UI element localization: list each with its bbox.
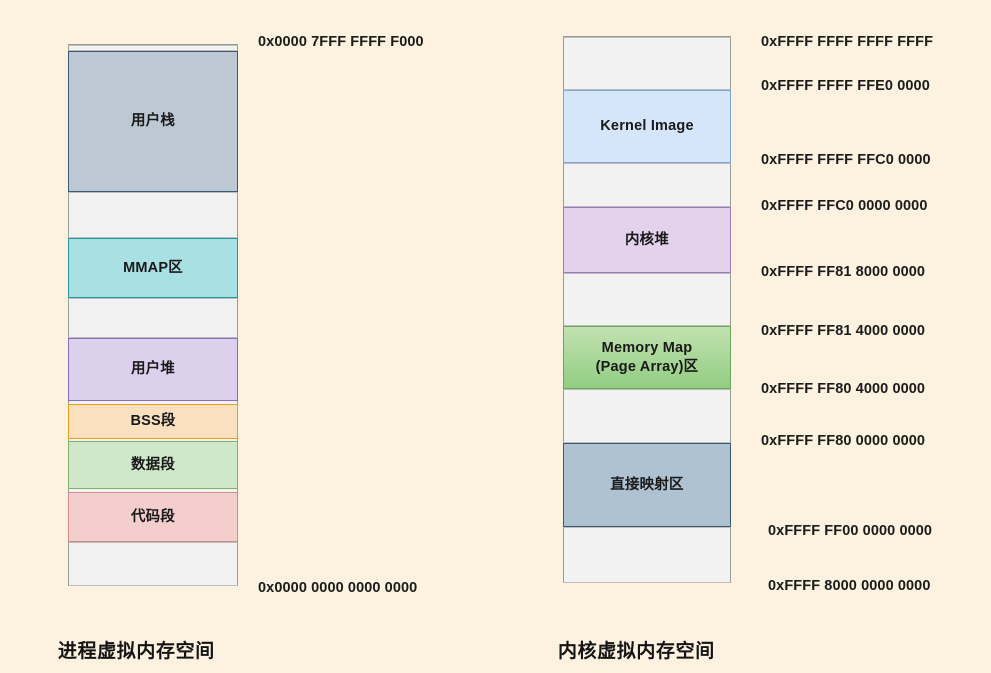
- kernel-address-4: 0xFFFF FF81 8000 0000: [761, 264, 926, 280]
- process-block-gap-mmap-heap: [68, 298, 238, 338]
- kernel-address-1: 0xFFFF FFFF FFE0 0000: [761, 78, 930, 94]
- process-block-text-segment[interactable]: 代码段: [68, 492, 238, 542]
- process-block-top-gap: [68, 45, 238, 51]
- process-block-gap-stack-mmap: [68, 192, 238, 238]
- kernel-address-5: 0xFFFF FF81 4000 0000: [761, 323, 926, 339]
- kernel-address-0: 0xFFFF FFFF FFFF FFFF: [761, 34, 934, 50]
- process-space-caption: 进程虚拟内存空间: [58, 641, 215, 662]
- kernel-block-kernel-heap[interactable]: 内核堆: [563, 207, 731, 273]
- kernel-address-8: 0xFFFF FF00 0000 0000: [768, 523, 933, 539]
- kernel-block-gap-memmap-direct: [563, 389, 731, 443]
- kernel-memory-frame: Kernel Image 内核堆 Memory Map (Page Array)…: [563, 36, 731, 583]
- process-address-top: 0x0000 7FFF FFFF F000: [258, 34, 424, 50]
- memory-map-label-line1: Memory Map: [601, 340, 693, 357]
- process-block-bottom-gap: [68, 542, 238, 586]
- kernel-block-memory-map[interactable]: Memory Map (Page Array)区: [563, 326, 731, 389]
- kernel-address-2: 0xFFFF FFFF FFC0 0000: [761, 152, 931, 168]
- kernel-address-9: 0xFFFF 8000 0000 0000: [768, 578, 931, 594]
- kernel-block-direct-mapping[interactable]: 直接映射区: [563, 443, 731, 527]
- process-memory-frame: 用户栈 MMAP区 用户堆 BSS段 数据段 代码段: [68, 44, 238, 586]
- kernel-address-6: 0xFFFF FF80 4000 0000: [761, 381, 926, 397]
- kernel-space-caption: 内核虚拟内存空间: [558, 641, 715, 662]
- process-memory-column: 用户栈 MMAP区 用户堆 BSS段 数据段 代码段: [68, 44, 238, 586]
- kernel-block-bottom-gap: [563, 527, 731, 583]
- kernel-address-7: 0xFFFF FF80 0000 0000: [761, 433, 926, 449]
- kernel-block-gap-image-heap: [563, 163, 731, 207]
- kernel-block-kernel-image[interactable]: Kernel Image: [563, 90, 731, 163]
- process-block-user-stack[interactable]: 用户栈: [68, 51, 238, 192]
- process-block-bss-segment[interactable]: BSS段: [68, 404, 238, 439]
- process-block-user-heap[interactable]: 用户堆: [68, 338, 238, 401]
- process-block-data-segment[interactable]: 数据段: [68, 441, 238, 489]
- kernel-block-top-gap: [563, 37, 731, 90]
- process-address-bottom: 0x0000 0000 0000 0000: [258, 580, 418, 596]
- kernel-address-3: 0xFFFF FFC0 0000 0000: [761, 198, 928, 214]
- process-block-mmap-area[interactable]: MMAP区: [68, 238, 238, 298]
- kernel-block-gap-heap-memmap: [563, 273, 731, 326]
- kernel-memory-column: Kernel Image 内核堆 Memory Map (Page Array)…: [563, 36, 731, 583]
- memory-map-label-line2: (Page Array)区: [595, 358, 699, 375]
